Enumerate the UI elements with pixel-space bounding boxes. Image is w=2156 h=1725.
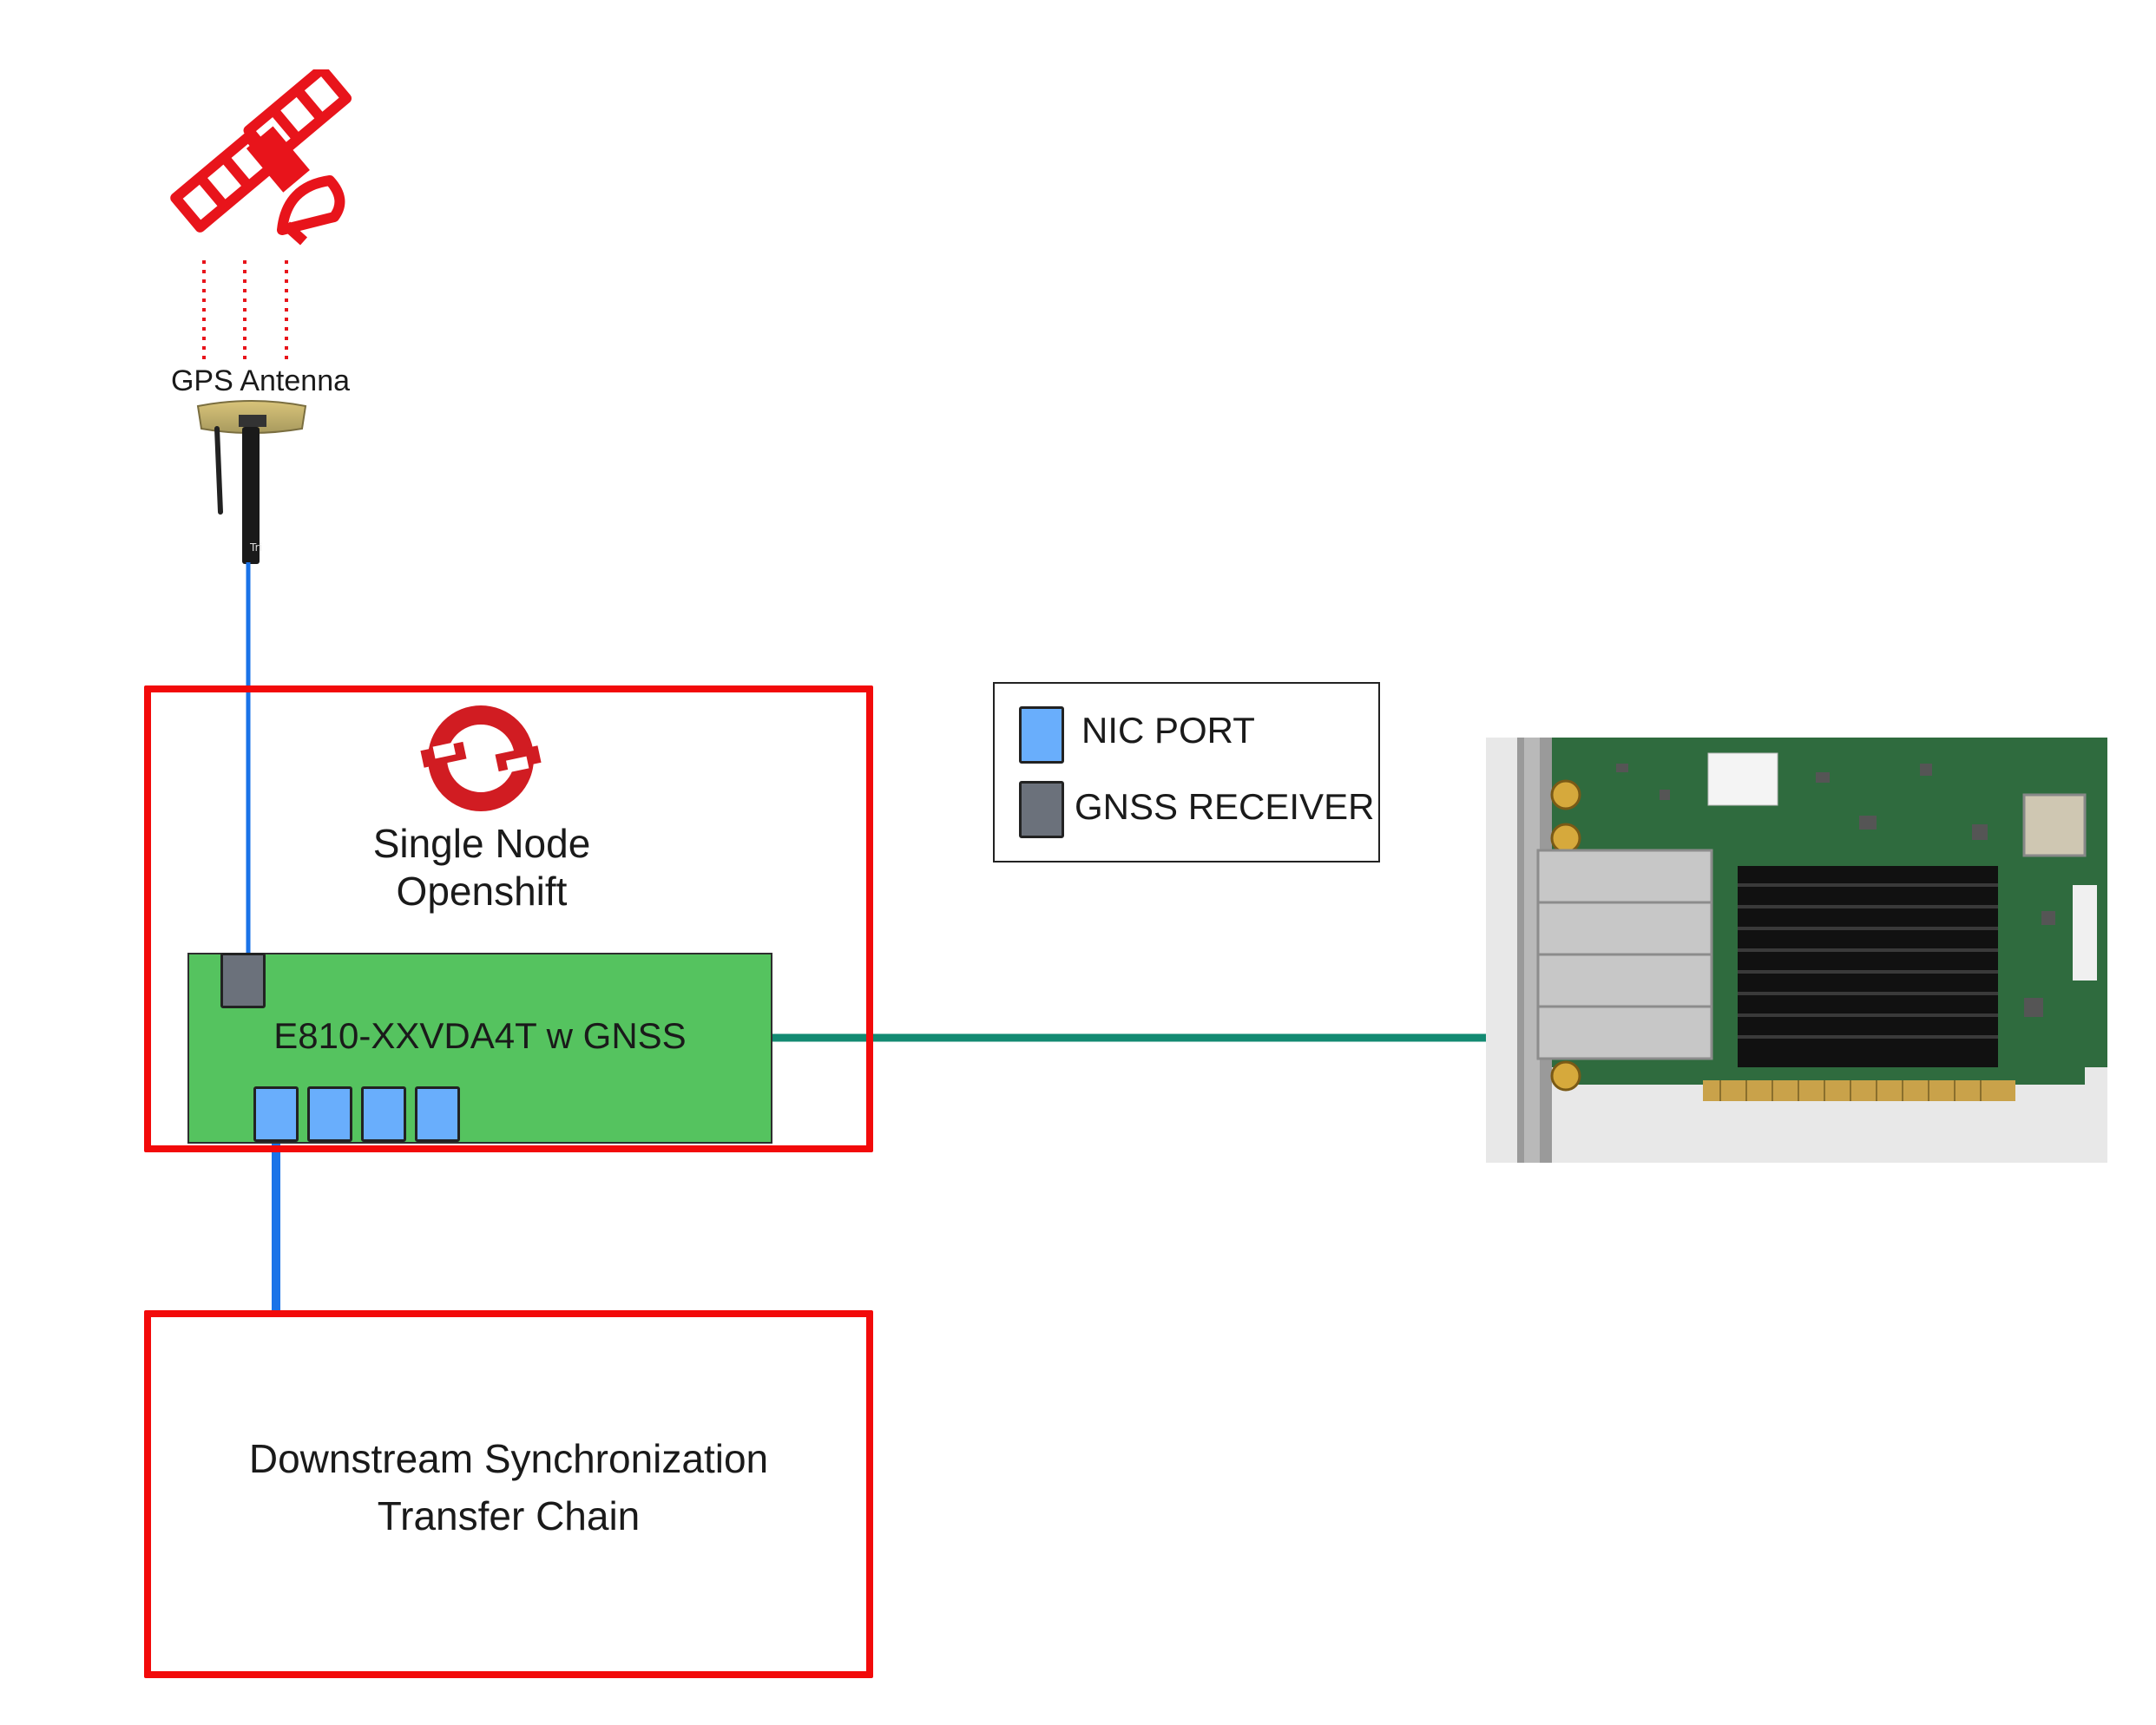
legend-gnss-label: GNSS RECEIVER: [1075, 786, 1375, 827]
single-node-openshift-box: [144, 685, 873, 1152]
gps-signal-lines: [202, 260, 288, 360]
legend-nic-port-swatch: [1019, 706, 1064, 764]
gps-antenna-device: Tri: [196, 400, 307, 564]
legend-nic-port-label: NIC PORT: [1081, 710, 1255, 751]
sno-title-line2: Openshift: [396, 869, 568, 914]
intel-e810-nic-photo: [1486, 738, 2107, 1163]
nic-port-1: [253, 1086, 299, 1142]
nic-port-2: [307, 1086, 352, 1142]
downstream-title-line1: Downstream Synchronization: [248, 1436, 769, 1481]
legend-gnss-swatch: [1019, 781, 1064, 838]
satellite-icon: [170, 69, 352, 246]
openshift-logo-icon: [420, 705, 542, 811]
svg-text:Tri: Tri: [249, 541, 262, 554]
sno-title-line1: Single Node: [372, 821, 591, 866]
legend: NIC PORT GNSS RECEIVER: [993, 682, 1380, 862]
nic-card: [187, 953, 772, 1144]
downstream-title-line2: Transfer Chain: [377, 1493, 641, 1538]
gps-antenna-label: GPS Antenna: [170, 364, 351, 397]
nic-label: E810-XXVDA4T w GNSS: [273, 1015, 687, 1056]
nic-port-3: [361, 1086, 406, 1142]
gnss-receiver: [220, 953, 266, 1008]
nic-port-4: [415, 1086, 460, 1142]
downstream-chain-box: [144, 1310, 873, 1678]
